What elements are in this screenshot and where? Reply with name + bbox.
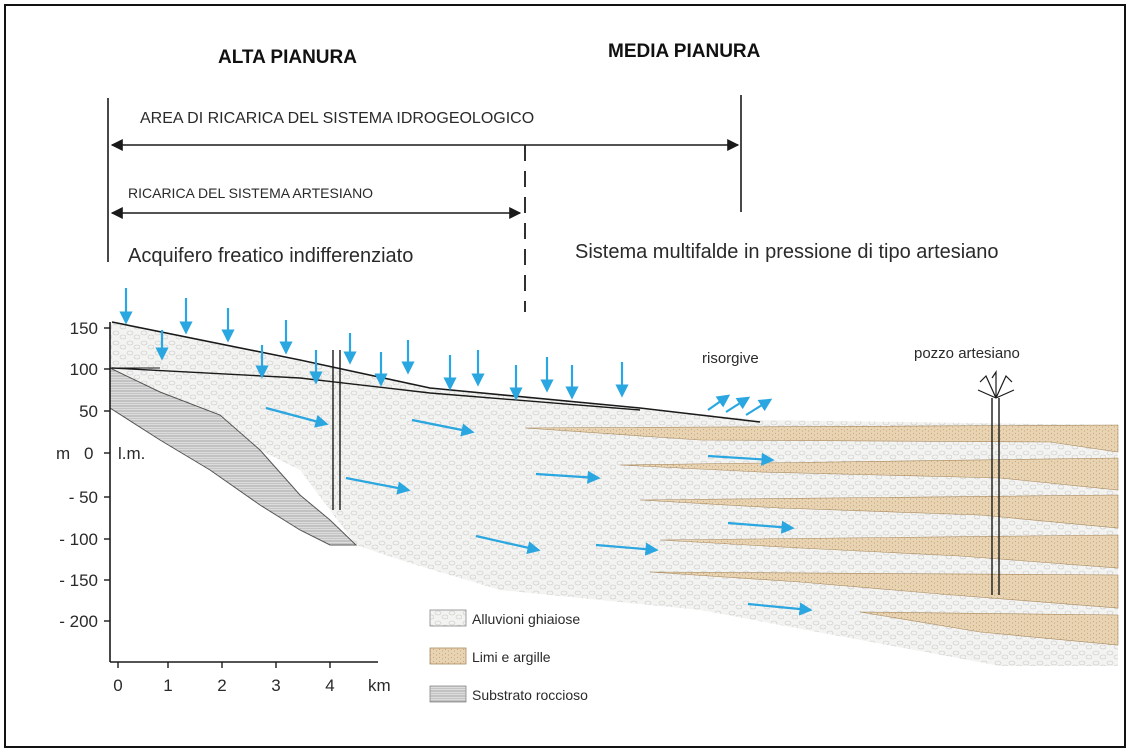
sea-level-label: l.m. bbox=[118, 444, 145, 463]
diagram-frame bbox=[4, 4, 1126, 748]
x-tick-4: 4 bbox=[325, 676, 334, 695]
legend-label-rock: Substrato roccioso bbox=[472, 687, 588, 703]
header-media-pianura: MEDIA PIANURA bbox=[608, 41, 761, 62]
y-axis-ticks bbox=[104, 327, 110, 622]
legend-swatch-gravel bbox=[429, 609, 467, 627]
y-tick-0: 0 bbox=[84, 444, 93, 463]
y-tick-minus-150: - 150 bbox=[59, 571, 98, 590]
groundwater-flow-arrows bbox=[265, 406, 813, 616]
water-table-line bbox=[111, 367, 641, 411]
header-alta-pianura: ALTA PIANURA bbox=[218, 47, 357, 68]
legend-swatch-clay bbox=[429, 647, 467, 665]
rock-substrate bbox=[109, 367, 358, 546]
monitoring-well bbox=[332, 350, 341, 510]
y-tick-50: 50 bbox=[79, 402, 98, 421]
y-tick-minus-100: - 100 bbox=[59, 530, 98, 549]
ground-surface-line bbox=[111, 321, 761, 423]
x-tick-3: 3 bbox=[271, 676, 280, 695]
legend-label-clay: Limi e argille bbox=[472, 649, 551, 665]
y-axis-unit: m bbox=[56, 444, 70, 463]
span-label-hydro-recharge: AREA DI RICARICA DEL SISTEMA IDROGEOLOGI… bbox=[140, 110, 534, 127]
zone-multilayer-system: Sistema multifalde in pressione di tipo … bbox=[575, 241, 999, 263]
legend-label-gravel: Alluvioni ghiaiose bbox=[472, 611, 580, 627]
y-tick-minus-50: - 50 bbox=[69, 488, 98, 507]
springs-label: risorgive bbox=[702, 350, 759, 367]
span-label-artesian-recharge: RICARICA DEL SISTEMA ARTESIANO bbox=[128, 185, 373, 201]
x-tick-0: 0 bbox=[113, 676, 122, 695]
x-tick-2: 2 bbox=[217, 676, 226, 695]
artesian-well bbox=[977, 370, 1015, 595]
x-axis-ticks bbox=[117, 662, 331, 668]
spring-outflow-arrows bbox=[707, 394, 773, 416]
zone-phreatic-aquifer: Acquifero freatico indifferenziato bbox=[128, 245, 413, 267]
y-tick-minus-200: - 200 bbox=[59, 612, 98, 631]
y-tick-100: 100 bbox=[70, 360, 98, 379]
x-tick-1: 1 bbox=[163, 676, 172, 695]
legend-swatch-rock bbox=[429, 685, 467, 703]
x-axis-unit: km bbox=[368, 676, 391, 695]
y-tick-150: 150 bbox=[70, 319, 98, 338]
artesian-well-label: pozzo artesiano bbox=[914, 345, 1020, 362]
legend: Alluvioni ghiaiose Limi e argille Substr… bbox=[429, 609, 588, 703]
artesian-outflow-icon bbox=[977, 370, 1015, 399]
recharge-arrows bbox=[119, 288, 629, 401]
